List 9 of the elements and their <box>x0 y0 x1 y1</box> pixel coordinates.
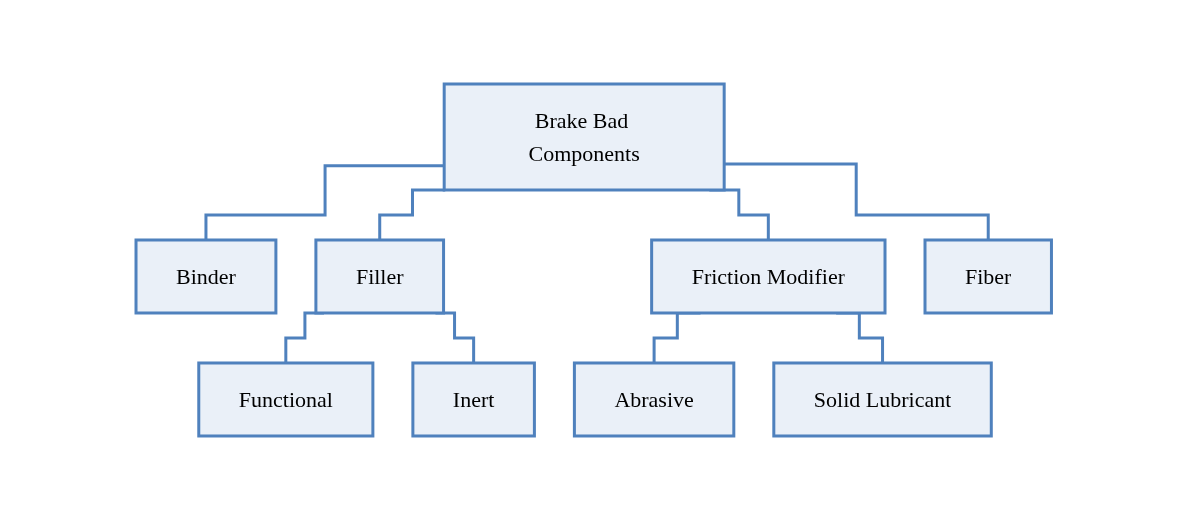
node-box: Brake Bad Components <box>442 82 726 191</box>
node-box: Abrasive <box>572 361 736 437</box>
node-box: Filler <box>314 238 445 314</box>
node-box: Friction Modifier <box>649 238 887 314</box>
node-box: Fiber <box>923 238 1053 314</box>
node-box: Binder <box>134 238 278 314</box>
node-box: Functional <box>197 361 375 437</box>
node-box: Inert <box>411 361 536 437</box>
node-box: Solid Lubricant <box>772 361 993 437</box>
